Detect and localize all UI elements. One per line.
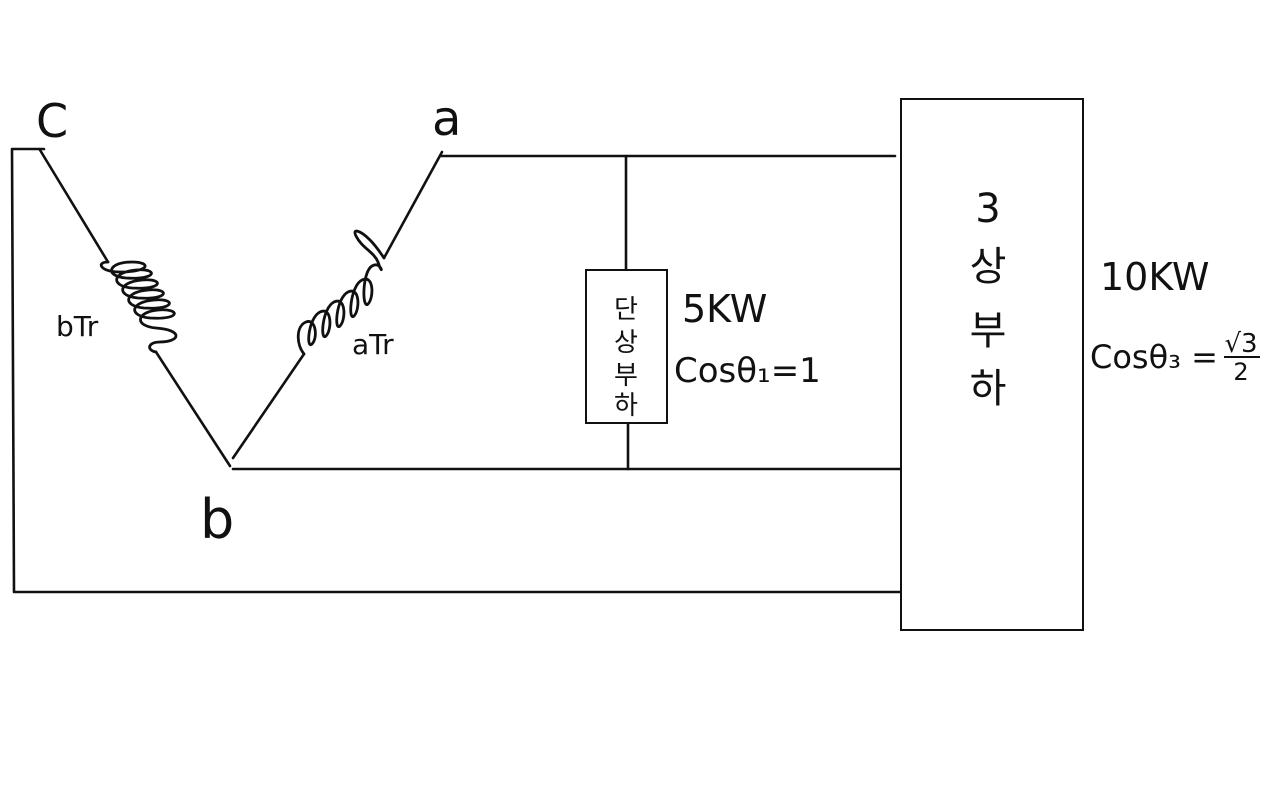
single-load-char-1: 단: [614, 295, 638, 325]
three-load-char-4: 하: [970, 366, 1007, 412]
three-load-power-factor-prefix: Cosθ₃ =: [1090, 338, 1218, 376]
single-load-char-3: 부: [614, 361, 638, 391]
b-transformer-lead-top: [38, 148, 110, 264]
three-load-char-1: 3: [975, 186, 1000, 232]
single-load-power-factor: Cosθ₁=1: [674, 351, 821, 391]
three-load-pf-numerator: √3: [1224, 329, 1257, 359]
b-transformer-coil-icon: [99, 260, 178, 354]
node-b-label: b: [200, 488, 234, 551]
three-load-char-2: 상: [970, 244, 1007, 290]
three-load-char-3: 부: [970, 308, 1007, 354]
single-load-power: 5KW: [682, 287, 767, 331]
b-transformer-label: bTr: [56, 310, 99, 343]
wires: [10, 147, 905, 594]
three-phase-load-box: [900, 98, 1084, 631]
a-transformer-label: aTr: [352, 328, 394, 361]
node-c-label: C: [36, 94, 68, 148]
three-load-pf-denominator: 2: [1233, 358, 1248, 386]
a-transformer-coil-icon: [296, 229, 386, 356]
a-transformer-lead-bottom: [231, 352, 306, 460]
single-load-char-4: 하: [614, 391, 638, 421]
three-phase-load-label: 3 상 부 하: [970, 186, 1007, 412]
b-transformer: [38, 148, 232, 468]
b-transformer-lead-bottom: [154, 350, 232, 468]
three-load-power: 10KW: [1100, 255, 1210, 299]
single-phase-load-label: 단 상 부 하: [614, 295, 638, 421]
single-load-char-2: 상: [614, 328, 638, 358]
a-transformer-lead-top: [382, 150, 444, 260]
wire-c-return: [10, 147, 904, 594]
single-phase-load-box: [585, 269, 668, 424]
node-a-label: a: [432, 91, 461, 147]
a-transformer: [231, 150, 444, 460]
